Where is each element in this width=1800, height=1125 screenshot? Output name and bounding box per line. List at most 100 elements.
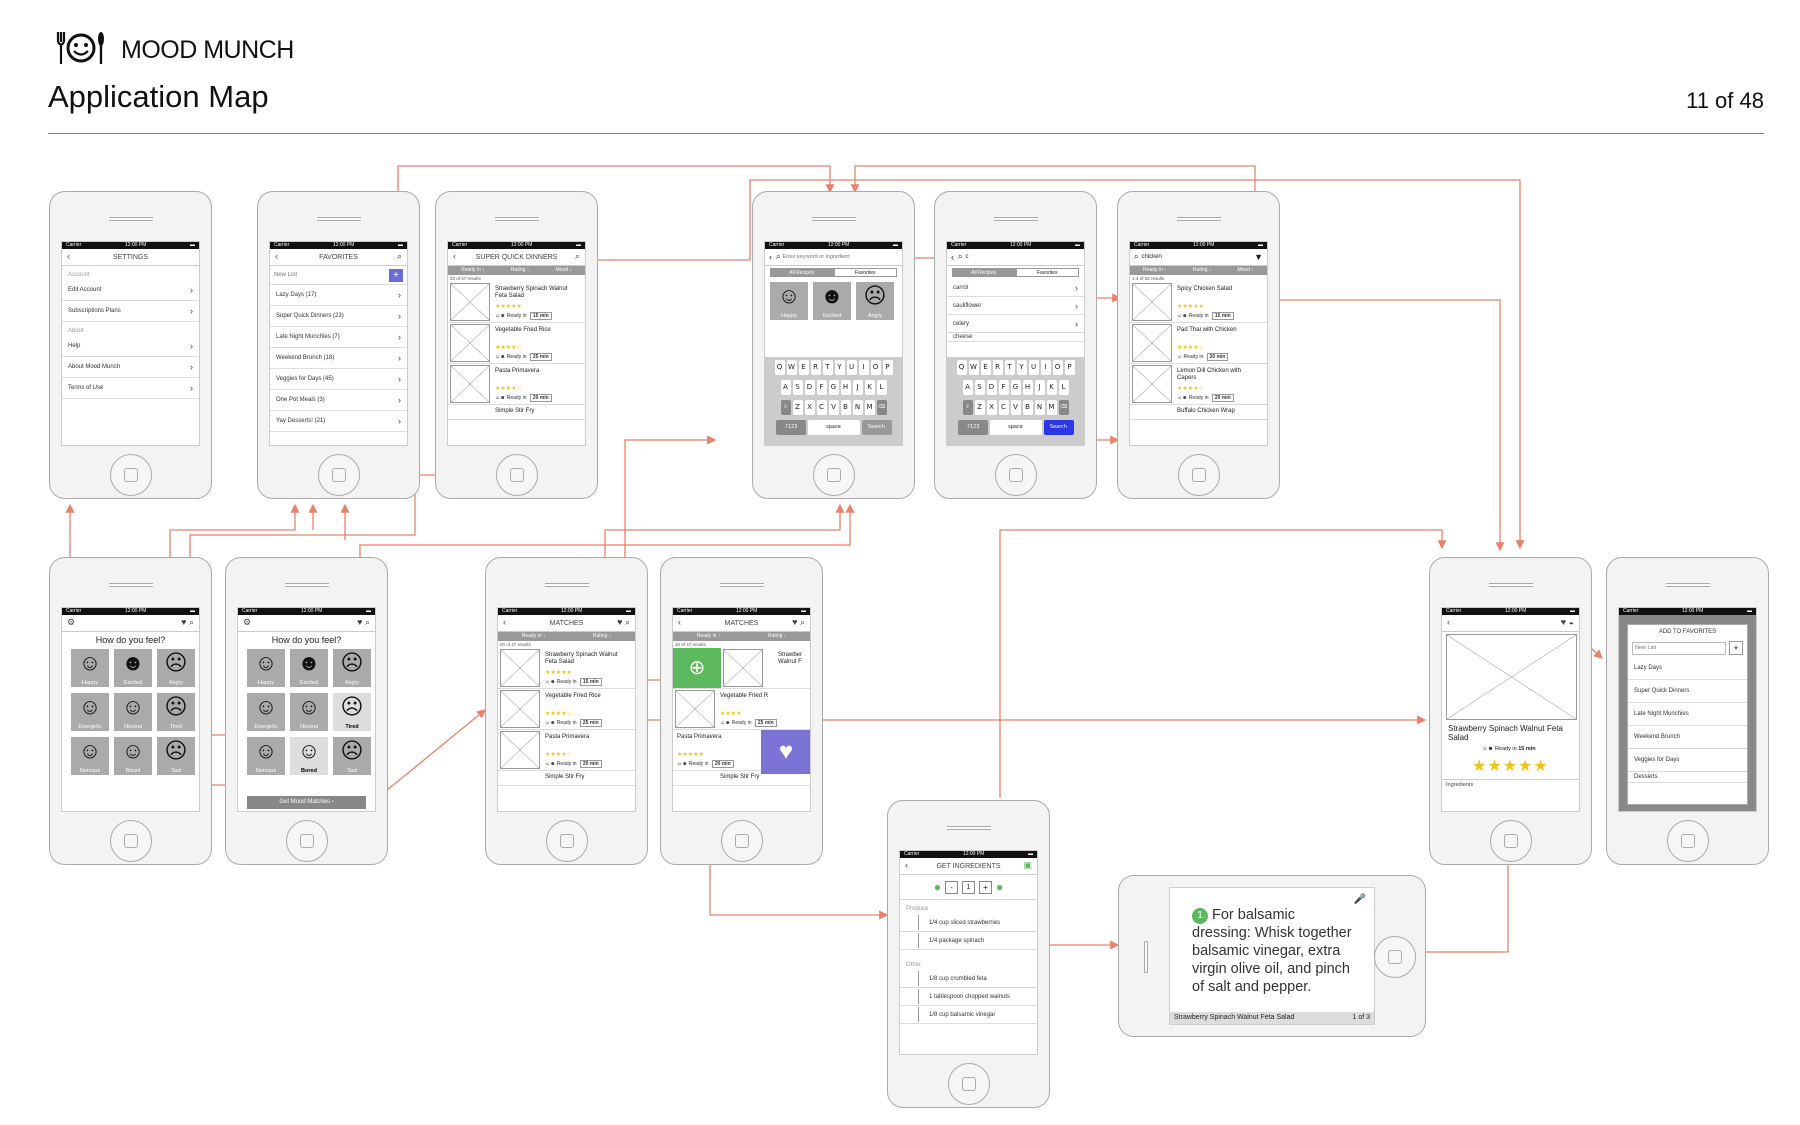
- home-button[interactable]: [109, 454, 152, 496]
- key[interactable]: ⇧: [780, 400, 791, 415]
- key[interactable]: ⌫: [1058, 400, 1069, 415]
- heart-search-icons[interactable]: ♥ ⌕: [792, 617, 805, 627]
- key[interactable]: S: [974, 380, 985, 395]
- key[interactable]: O: [870, 360, 881, 375]
- key[interactable]: C: [998, 400, 1009, 415]
- recipe-row[interactable]: Pasta Primavera★★★★☆☺☻ Ready in 20 min: [448, 364, 585, 405]
- key[interactable]: F: [998, 380, 1009, 395]
- key[interactable]: I: [1040, 360, 1051, 375]
- heart-search-icons[interactable]: ♥ ⌕: [357, 617, 370, 627]
- key[interactable]: Z: [792, 400, 803, 415]
- mood-tile[interactable]: ☺Bored: [290, 737, 328, 775]
- key[interactable]: U: [1028, 360, 1039, 375]
- key[interactable]: T: [822, 360, 833, 375]
- key[interactable]: R: [810, 360, 821, 375]
- add-list-button[interactable]: +: [1729, 641, 1743, 655]
- ingredient-row[interactable]: 1/8 cup balsamic vinegar: [900, 1006, 1037, 1024]
- sort-mood[interactable]: Mood ↓: [555, 267, 572, 273]
- increment-button[interactable]: +: [979, 880, 992, 894]
- new-list-input[interactable]: [1632, 641, 1726, 655]
- mood-tile[interactable]: ☹Sad: [333, 737, 371, 775]
- home-button[interactable]: [1489, 820, 1532, 862]
- key[interactable]: Q: [774, 360, 785, 375]
- favorite-list-item[interactable]: One Pot Meals (3)›: [270, 390, 407, 411]
- favorite-list-option[interactable]: Super Quick Dinners: [1628, 680, 1747, 703]
- mood-tile[interactable]: ☺Nervous: [247, 737, 285, 775]
- key[interactable]: J: [852, 380, 863, 395]
- get-mood-matches-button[interactable]: Get Mood Matches ›: [247, 796, 366, 809]
- settings-item[interactable]: Terms of Use›: [62, 378, 199, 399]
- favorite-list-item[interactable]: Weekend Brunch (18)›: [270, 348, 407, 369]
- key[interactable]: H: [840, 380, 851, 395]
- checkbox[interactable]: [906, 933, 919, 948]
- home-button[interactable]: [545, 820, 588, 862]
- key[interactable]: J: [1034, 380, 1045, 395]
- key[interactable]: V: [828, 400, 839, 415]
- home-button[interactable]: [317, 454, 360, 496]
- sort-ready[interactable]: Ready in ↑: [1143, 267, 1167, 273]
- key[interactable]: K: [864, 380, 875, 395]
- key[interactable]: D: [804, 380, 815, 395]
- mood-tile[interactable]: ☺Energetic: [247, 693, 285, 731]
- key[interactable]: H: [1022, 380, 1033, 395]
- key[interactable]: G: [1010, 380, 1021, 395]
- favorite-list-item[interactable]: Veggies for Days (45)›: [270, 369, 407, 390]
- tab-favorites[interactable]: Favorites: [1015, 268, 1079, 277]
- key[interactable]: X: [804, 400, 815, 415]
- microphone-icon[interactable]: 🎤: [1353, 894, 1366, 905]
- home-button[interactable]: [812, 454, 855, 496]
- suggestion-item[interactable]: cheese: [947, 333, 1084, 342]
- back-icon[interactable]: ‹: [951, 252, 954, 262]
- key[interactable]: V: [1010, 400, 1021, 415]
- key[interactable]: F: [816, 380, 827, 395]
- key[interactable]: T: [1004, 360, 1015, 375]
- key[interactable]: O: [1052, 360, 1063, 375]
- recipe-row[interactable]: Strawberry Spinach Walnut Feta Salad★★★★…: [448, 282, 585, 323]
- ingredient-row[interactable]: 1 tablespoon chopped walnuts: [900, 988, 1037, 1006]
- mood-tile[interactable]: ☹Tired: [333, 693, 371, 731]
- mood-tile[interactable]: ☺Neutral: [114, 693, 152, 731]
- key[interactable]: G: [828, 380, 839, 395]
- key[interactable]: M: [1046, 400, 1057, 415]
- favorite-heart-action[interactable]: ♥: [761, 730, 810, 774]
- recipe-row[interactable]: Buffalo Chicken Wrap: [1130, 405, 1267, 420]
- checkbox[interactable]: [906, 989, 919, 1004]
- back-icon[interactable]: ‹: [678, 617, 681, 627]
- key[interactable]: W: [968, 360, 979, 375]
- sort-ready[interactable]: Ready in ↑: [521, 633, 546, 639]
- sort-ready[interactable]: Ready in ↑: [696, 633, 721, 639]
- recipe-row[interactable]: Pasta Primavera★★★★☆☺☻ Ready in 20 min: [498, 730, 635, 771]
- add-to-cooking-action[interactable]: ⊕: [673, 648, 721, 688]
- mood-tile[interactable]: ☻Excited: [114, 649, 152, 687]
- gear-icon[interactable]: ⚙: [243, 617, 252, 627]
- back-icon[interactable]: ‹: [503, 617, 506, 627]
- key[interactable]: U: [846, 360, 857, 375]
- sort-rating[interactable]: Rating ↓: [767, 633, 787, 639]
- key-space[interactable]: space: [989, 420, 1042, 435]
- favorite-list-item[interactable]: Super Quick Dinners (23)›: [270, 306, 407, 327]
- search-input[interactable]: chicken: [1141, 254, 1162, 260]
- key[interactable]: D: [986, 380, 997, 395]
- mood-tile[interactable]: ☺Happy: [247, 649, 285, 687]
- key[interactable]: N: [852, 400, 863, 415]
- decrement-button[interactable]: -: [945, 880, 958, 894]
- recipe-row[interactable]: Vegetable Fried Rice★★★★☆☺☻ Ready in 25 …: [448, 323, 585, 364]
- settings-item[interactable]: Help›: [62, 336, 199, 357]
- recipe-row-swiped[interactable]: Pasta Primavera ★★★★★ ☺☻ Ready in 20 min…: [673, 730, 810, 774]
- home-button[interactable]: [1374, 936, 1416, 978]
- search-icon[interactable]: ⌕: [574, 251, 580, 261]
- heart-cook-icons[interactable]: ♥ ◒: [1560, 617, 1574, 627]
- new-list-input[interactable]: [274, 269, 389, 281]
- tab-all-recipes[interactable]: All Recipes: [952, 268, 1016, 277]
- mood-tile[interactable]: ☹Sad: [157, 737, 195, 775]
- back-icon[interactable]: ‹: [769, 252, 772, 262]
- favorite-list-option[interactable]: Weekend Brunch: [1628, 726, 1747, 749]
- sort-ready[interactable]: Ready in ↑: [461, 267, 485, 273]
- home-button[interactable]: [1666, 820, 1709, 862]
- heart-search-icons[interactable]: ♥ ⌕: [617, 617, 630, 627]
- search-input[interactable]: [780, 252, 902, 262]
- back-icon[interactable]: ‹: [67, 251, 70, 261]
- key-space[interactable]: space: [807, 420, 860, 435]
- ingredient-row[interactable]: 1/4 cup sliced strawberries: [900, 914, 1037, 932]
- gear-icon[interactable]: ⚙: [67, 617, 76, 627]
